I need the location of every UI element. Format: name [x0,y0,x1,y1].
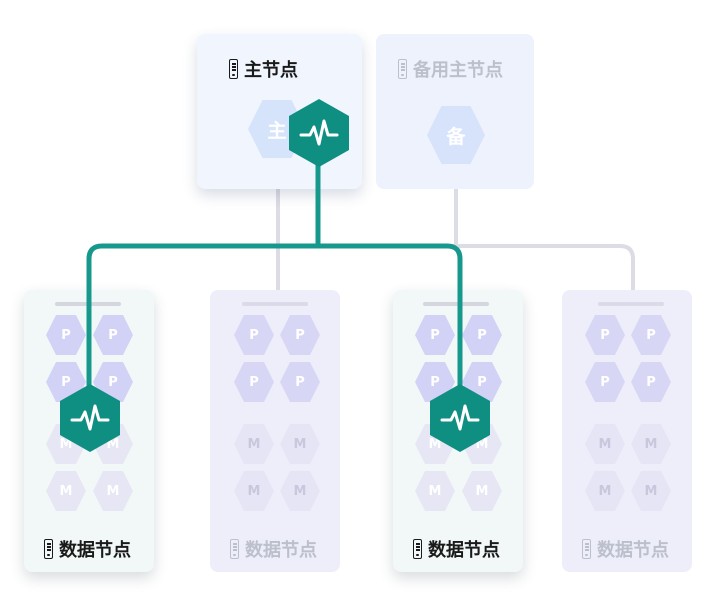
card-top-bar [598,302,664,306]
data-node-title: 数据节点 [582,536,669,562]
mirror-segment-hex: M [585,424,625,464]
data-node-title: 数据节点 [413,536,500,562]
pulse-icon [60,384,120,452]
server-icon [44,539,53,559]
server-icon [229,59,238,79]
active-link [86,150,463,395]
data-node-card-3: P P P P M M M M 数据节点 [393,290,523,572]
server-icon [413,539,422,559]
server-icon [582,539,591,559]
primary-segment-hex: P [631,315,671,355]
primary-segment-hex: P [631,362,671,402]
standby-master-node-card: 备用主节点 备 [376,34,534,189]
primary-segment-hex: P [585,362,625,402]
data-node-card-4: P P P P M M M M 数据节点 [562,290,692,572]
server-icon [398,59,407,79]
mirror-segment-hex: M [631,424,671,464]
data-node-title: 数据节点 [44,536,131,562]
card-top-bar [242,302,308,306]
mirror-segment-hex: M [585,471,625,511]
mirror-segment-hex: M [631,471,671,511]
primary-segment-hex: P [585,315,625,355]
card-top-bar [423,302,489,306]
pulse-icon [289,99,349,167]
server-icon [230,539,239,559]
data-node-title: 数据节点 [230,536,317,562]
standby-master-node-title: 备用主节点 [398,56,503,82]
pulse-icon [430,384,490,452]
master-node-title: 主节点 [229,56,298,82]
data-node-card-2: P P P P M M M M 数据节点 [210,290,340,572]
